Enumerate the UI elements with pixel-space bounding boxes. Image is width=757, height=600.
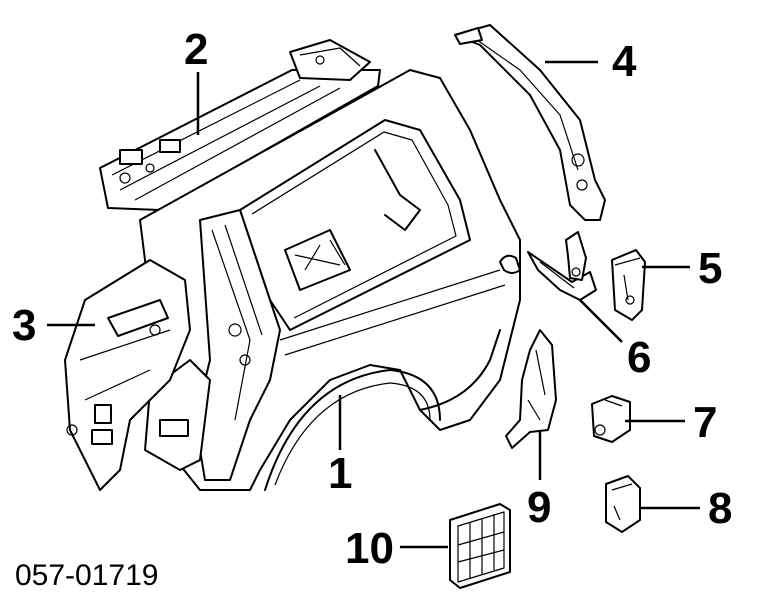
callout-5: 5 — [698, 244, 722, 293]
callout-4: 4 — [612, 37, 637, 86]
part-4-pillar-reinforcement — [454, 24, 606, 221]
part-6-fuel-bracket — [527, 231, 597, 301]
part-3-wheelhouse — [64, 259, 191, 491]
callout-7: 7 — [693, 398, 717, 447]
callout-9: 9 — [527, 483, 551, 532]
part-7-small-block — [591, 395, 631, 443]
callout-10: 10 — [345, 524, 394, 573]
callout-3: 3 — [12, 301, 36, 350]
leader-6 — [579, 299, 623, 343]
callout-6: 6 — [627, 333, 651, 382]
part-8-small-block — [605, 475, 641, 533]
callout-8: 8 — [708, 484, 732, 533]
callout-1: 1 — [328, 449, 352, 498]
part-1-quarter-panel — [139, 69, 521, 491]
callout-2: 2 — [184, 25, 208, 74]
part-10-vent-grille — [449, 503, 511, 589]
part-9-narrow-bracket — [505, 329, 557, 449]
part-2-roof-rail — [99, 39, 381, 211]
part-5-bracket — [611, 249, 646, 321]
diagram-code: 057-01719 — [15, 559, 158, 592]
